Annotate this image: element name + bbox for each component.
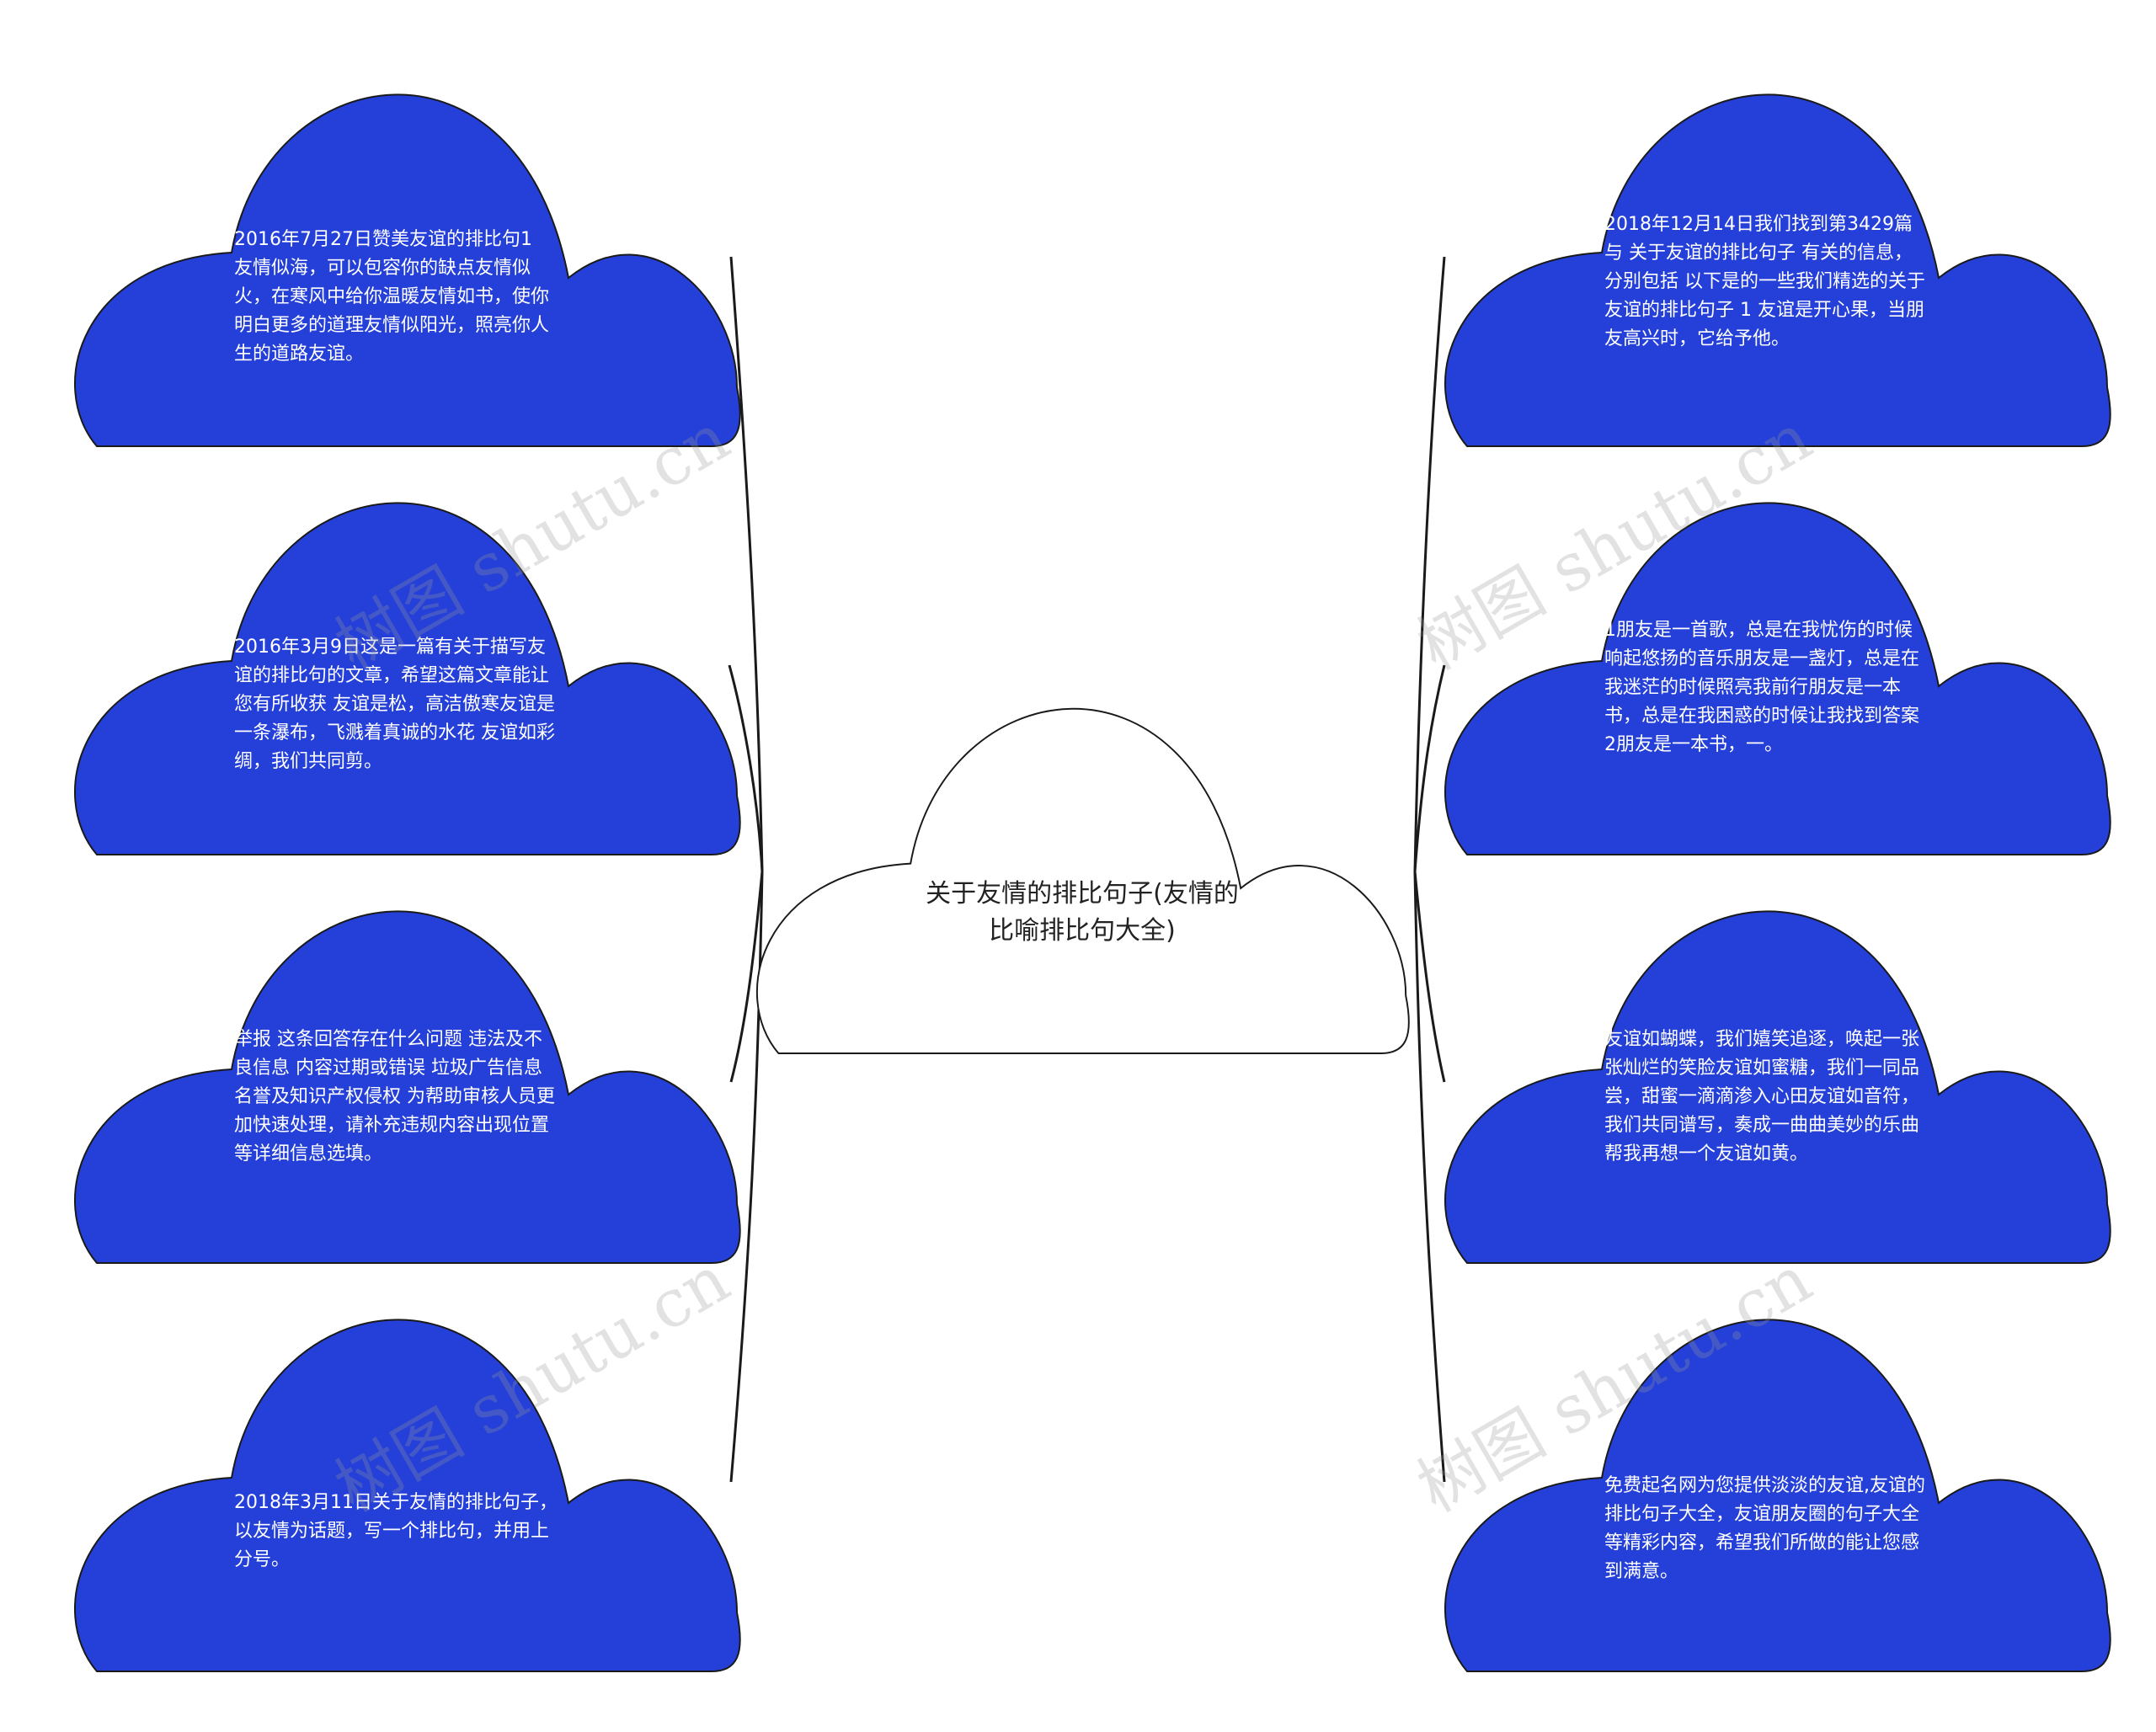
- connector-left-4: [729, 871, 764, 1483]
- connector-right-3: [1413, 871, 1446, 1083]
- left-connectors: [728, 256, 764, 1483]
- left-node-2-text: 2016年3月9日这是一篇有关于描写友谊的排比句的文章，希望这篇文章能让您有所收…: [234, 637, 555, 772]
- connector-right-2: [1413, 664, 1446, 872]
- connector-right-4: [1413, 871, 1446, 1483]
- connector-left-2: [728, 664, 764, 872]
- right-node-4-text: 免费起名网为您提供淡淡的友谊,友谊的排比句子大全，友谊朋友圈的句子大全等精彩内容…: [1604, 1475, 1925, 1582]
- right-node-3-text: 友谊如蝴蝶，我们嬉笑追逐，唤起一张张灿烂的笑脸友谊如蜜糖，我们一同品尝，甜蜜一滴…: [1604, 1029, 1926, 1164]
- right-node-1-text: 2018年12月14日我们找到第3429篇与 关于友谊的排比句子 有关的信息，分…: [1604, 214, 1925, 349]
- connector-left-1: [729, 256, 764, 872]
- right-node-2-text: 1朋友是一首歌，总是在我忧伤的时候响起悠扬的音乐朋友是一盏灯，总是在我迷茫的时候…: [1604, 620, 1926, 755]
- left-node-4-text: 2018年3月11日关于友情的排比句子，以友情为话题，写一个排比句，并用上分号。: [234, 1492, 558, 1570]
- center-title: 关于友情的排比句子(友情的比喻排比句大全): [926, 879, 1239, 946]
- connector-left-3: [729, 871, 764, 1083]
- left-node-1-text: 2016年7月27日赞美友谊的排比句1 友情似海，可以包容你的缺点友情似火，在寒…: [234, 229, 550, 365]
- connector-right-1: [1413, 256, 1446, 872]
- left-node-3-text: 举报 这条回答存在什么问题 违法及不良信息 内容过期或错误 垃圾广告信息 名誉及…: [234, 1029, 555, 1164]
- right-connectors: [1413, 256, 1446, 1483]
